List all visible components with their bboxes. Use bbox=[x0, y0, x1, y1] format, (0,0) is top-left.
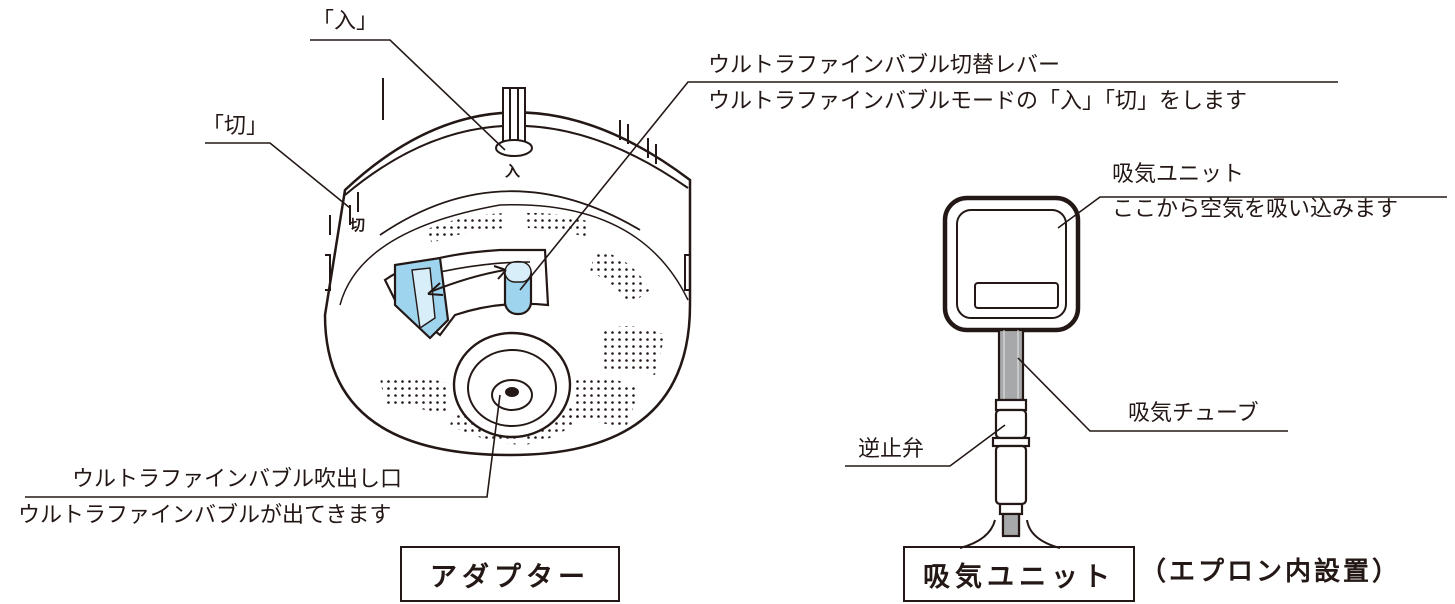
lever-window bbox=[383, 248, 550, 340]
outlet-description: ウルトラファインバブルが出てきます bbox=[18, 503, 392, 528]
intake-unit-label: 吸気ユニット bbox=[1112, 162, 1245, 187]
intake-tube-label: 吸気チューブ bbox=[1128, 401, 1259, 426]
lever-label: ウルトラファインバブル切替レバー bbox=[708, 53, 1061, 78]
check-valve-label: 逆止弁 bbox=[858, 437, 925, 462]
lever-description: ウルトラファインバブルモードの「入」「切」をします bbox=[708, 89, 1248, 114]
outlet-label: ウルトラファインバブル吹出し口 bbox=[72, 467, 403, 492]
engraved-off-mark: 切 bbox=[350, 216, 366, 234]
intake-unit bbox=[942, 195, 1081, 333]
adapter-caption: アダプター bbox=[400, 546, 620, 602]
engraved-on-mark: 入 bbox=[505, 162, 521, 180]
intake-unit-description: ここから空気を吸い込みます bbox=[1112, 197, 1399, 222]
intake-caption: 吸気ユニット bbox=[903, 546, 1135, 602]
intake-caption-note: （エプロン内設置） bbox=[1140, 557, 1402, 587]
marker-off-label: 「切」 bbox=[202, 114, 269, 139]
outlet-nozzle bbox=[452, 331, 572, 439]
marker-on-label: 「入」 bbox=[312, 9, 379, 34]
intake-tube bbox=[959, 328, 1061, 549]
